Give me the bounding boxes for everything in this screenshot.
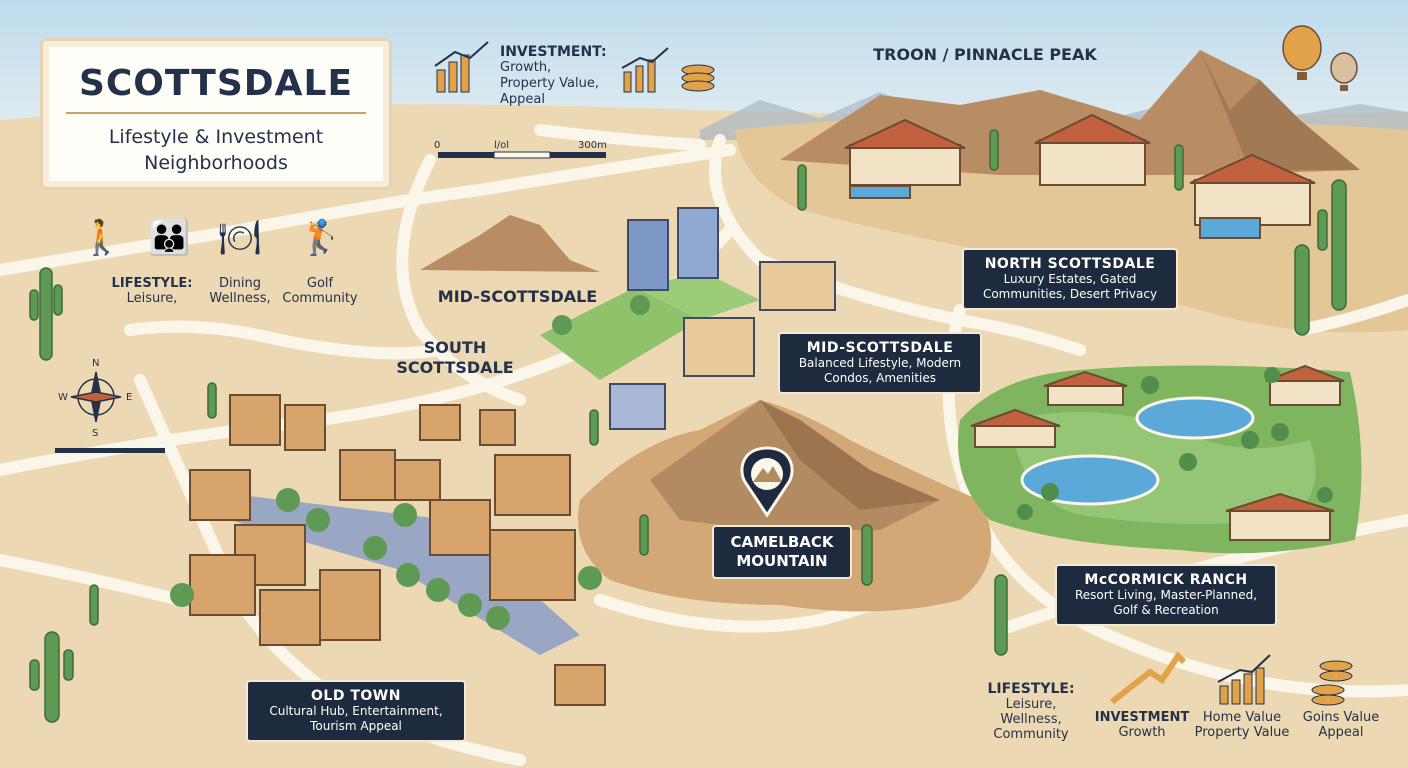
lifestyle-top-dining: Dining — [219, 276, 261, 291]
south-scottsdale-line1: SOUTH — [423, 338, 487, 357]
cacti — [29, 129, 1347, 723]
mid-scottsdale-line1: Balanced Lifestyle, Modern — [798, 356, 962, 370]
north-scottsdale-line1: Luxury Estates, Gated — [1003, 272, 1137, 286]
ranch-homes — [970, 364, 1345, 541]
legend-investment-sub: Growth — [1118, 725, 1166, 740]
camelback-line1: CAMELBACK — [730, 533, 834, 551]
dining-icon: 🍽 — [218, 218, 262, 258]
north-scottsdale-callout[interactable]: NORTH SCOTTSDALE Luxury Estates, Gated C… — [962, 248, 1178, 310]
map-title: SCOTTSDALE — [78, 63, 354, 104]
mid-scottsdale-callout[interactable]: MID-SCOTTSDALE Balanced Lifestyle, Moder… — [778, 332, 982, 394]
old-town-line1: Cultural Hub, Entertainment, — [269, 704, 443, 718]
mccormick-title: McCORMICK RANCH — [1084, 572, 1248, 588]
legend-coins-2: Appeal — [1318, 725, 1364, 740]
legend-home-1: Home Value — [1202, 710, 1282, 725]
investment-top-legend: INVESTMENT: Growth, Property Value, Appe… — [500, 44, 620, 108]
legend-lifestyle-label: LIFESTYLE: — [987, 681, 1075, 697]
investment-top-heading: INVESTMENT: — [500, 44, 607, 60]
legend-lifestyle-2: Wellness, — [1000, 712, 1062, 727]
lifestyle-top-community: Community — [282, 291, 358, 306]
camelback-line2: MOUNTAIN — [736, 552, 828, 570]
old-town-buildings — [189, 394, 606, 706]
ranch-trees — [1017, 367, 1333, 520]
mid-scottsdale-title: MID-SCOTTSDALE — [806, 340, 954, 356]
legend-lifestyle-3: Community — [993, 727, 1069, 742]
balloons — [1282, 25, 1358, 91]
compass-n: N — [92, 358, 100, 369]
mid-scottsdale-area-label: MID-SCOTTSDALE — [437, 287, 598, 306]
legend-coins-value: Goins Value Appeal — [1296, 710, 1386, 740]
legend-bottom-icons — [1110, 651, 1353, 706]
mid-mountain — [420, 215, 600, 272]
scale-bar — [438, 151, 606, 159]
title-divider — [66, 112, 366, 114]
legend-investment-label: INVESTMENT — [1094, 710, 1190, 725]
legend-home-value: Home Value Property Value — [1190, 710, 1294, 740]
family-walk-icon: 👪 — [148, 218, 191, 258]
palm-trees — [170, 295, 650, 630]
scale-mid: l/ol — [494, 140, 510, 151]
lifestyle-top-dining-group: Dining Wellness, — [200, 276, 280, 306]
legend-lifestyle: LIFESTYLE: Leisure, Wellness, Community — [985, 681, 1077, 743]
investment-top-line2: Property Value, — [500, 76, 599, 91]
old-town-callout[interactable]: OLD TOWN Cultural Hub, Entertainment, To… — [246, 680, 466, 742]
lifestyle-top-leisure: Leisure, — [126, 291, 178, 306]
mccormick-ranch-callout[interactable]: McCORMICK RANCH Resort Living, Master-Pl… — [1055, 564, 1277, 626]
lifestyle-top-wellness: Wellness, — [209, 291, 271, 306]
title-card: SCOTTSDALE Lifestyle & Investment Neighb… — [40, 38, 392, 190]
south-scottsdale-label: SOUTH SCOTTSDALE — [385, 338, 525, 378]
compass-rose — [70, 371, 122, 423]
old-town-line2: Tourism Appeal — [310, 719, 402, 733]
lifestyle-top-label: LIFESTYLE: — [111, 276, 193, 291]
lifestyle-top-golf: Golf — [306, 276, 334, 291]
legend-home-2: Property Value — [1194, 725, 1290, 740]
investment-top-line1: Growth, — [500, 60, 552, 75]
mid-park — [540, 285, 700, 380]
mid-park-2 — [640, 270, 760, 320]
legend-investment: INVESTMENT Growth — [1092, 710, 1192, 740]
camelback-label[interactable]: CAMELBACK MOUNTAIN — [712, 525, 852, 579]
old-town-title: OLD TOWN — [311, 688, 401, 704]
golfer-icon: 🏌 — [300, 218, 343, 258]
legend-lifestyle-1: Leisure, — [1005, 697, 1057, 712]
mid-scottsdale-line2: Condos, Amenities — [823, 371, 937, 385]
hiker-icon: 🚶 — [80, 218, 123, 258]
compass-w: W — [58, 392, 68, 403]
scale-start: 0 — [434, 140, 441, 151]
compass-s: S — [92, 428, 99, 439]
lifestyle-top-golf-group: Golf Community — [278, 276, 362, 306]
lifestyle-top-label-group: LIFESTYLE: Leisure, — [108, 276, 196, 306]
investment-top-icons — [434, 41, 715, 93]
troon-label: TROON / PINNACLE PEAK — [873, 45, 1097, 64]
legend-coins-1: Goins Value — [1302, 710, 1380, 725]
north-scottsdale-line2: Communities, Desert Privacy — [982, 287, 1158, 301]
north-estates — [844, 113, 1316, 239]
camelback-pin — [740, 446, 794, 518]
map-subtitle-line2: Neighborhoods — [144, 152, 288, 174]
lake-small — [1135, 396, 1255, 440]
mid-condos — [609, 207, 836, 430]
map-subtitle-line1: Lifestyle & Investment — [108, 126, 324, 148]
south-scottsdale-line2: SCOTTSDALE — [396, 358, 514, 377]
compass-e: E — [126, 392, 133, 403]
scale-end: 300m — [578, 140, 607, 151]
investment-top-line3: Appeal — [500, 92, 545, 107]
mccormick-line2: Golf & Recreation — [1113, 603, 1219, 617]
mccormick-line1: Resort Living, Master-Planned, — [1074, 588, 1258, 602]
north-scottsdale-title: NORTH SCOTTSDALE — [984, 256, 1156, 272]
